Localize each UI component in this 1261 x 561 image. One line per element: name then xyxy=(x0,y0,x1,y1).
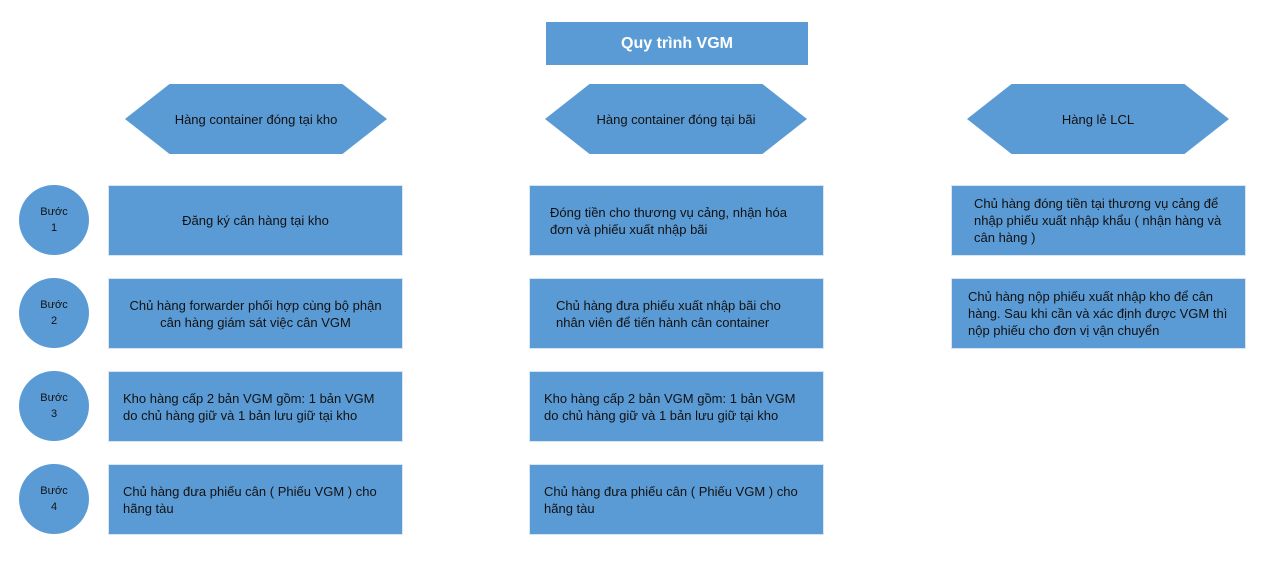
warehouse-step-2: Chủ hàng forwarder phối hợp cùng bộ phận… xyxy=(108,278,403,349)
step-label: Bước xyxy=(40,299,68,311)
step-number: 2 xyxy=(50,315,58,327)
step-label: Bước xyxy=(40,392,68,404)
warehouse-step-3: Kho hàng cấp 2 bản VGM gồm: 1 bản VGM do… xyxy=(108,371,403,442)
step-label: Bước xyxy=(40,485,68,497)
header-lcl: Hàng lẻ LCL xyxy=(967,84,1229,154)
warehouse-step-1: Đăng ký cân hàng tại kho xyxy=(108,185,403,256)
step-number: 4 xyxy=(50,501,58,513)
lcl-step-1: Chủ hàng đóng tiền tại thương vụ cảng để… xyxy=(951,185,1246,256)
step-circle-4: Bước 4 xyxy=(19,464,89,534)
yard-step-4: Chủ hàng đưa phiếu cân ( Phiếu VGM ) cho… xyxy=(529,464,824,535)
step-circle-2: Bước 2 xyxy=(19,278,89,348)
step-circle-1: Bước 1 xyxy=(19,185,89,255)
diagram-title: Quy trình VGM xyxy=(546,22,808,65)
step-number: 3 xyxy=(50,408,58,420)
step-label: Bước xyxy=(40,206,68,218)
step-circle-3: Bước 3 xyxy=(19,371,89,441)
header-yard-container: Hàng container đóng tại bãi xyxy=(545,84,807,154)
header-warehouse-container: Hàng container đóng tại kho xyxy=(125,84,387,154)
lcl-step-2: Chủ hàng nộp phiếu xuất nhập kho để cân … xyxy=(951,278,1246,349)
yard-step-1: Đóng tiền cho thương vụ cảng, nhận hóa đ… xyxy=(529,185,824,256)
yard-step-3: Kho hàng cấp 2 bản VGM gồm: 1 bản VGM do… xyxy=(529,371,824,442)
yard-step-2: Chủ hàng đưa phiếu xuất nhập bãi cho nhâ… xyxy=(529,278,824,349)
step-number: 1 xyxy=(50,222,58,234)
warehouse-step-4: Chủ hàng đưa phiếu cân ( Phiếu VGM ) cho… xyxy=(108,464,403,535)
